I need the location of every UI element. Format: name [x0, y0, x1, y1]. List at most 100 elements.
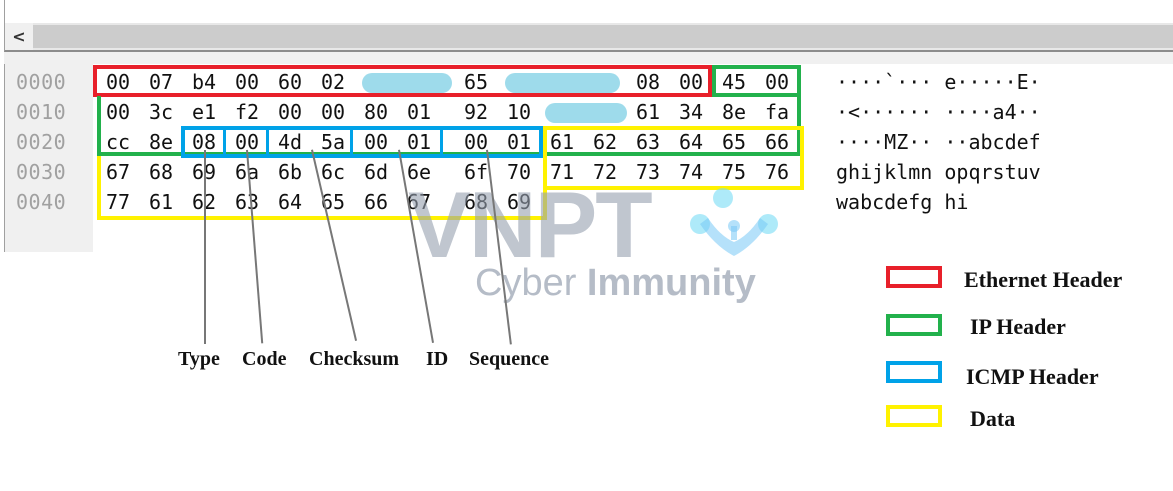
icmp-header-box [181, 126, 543, 158]
legend-label-ethernet: Ethernet Header [964, 267, 1123, 292]
hex-byte: 45 [722, 70, 747, 94]
hex-byte: 68 [149, 160, 174, 184]
hex-byte: e1 [192, 100, 217, 124]
hex-byte: b4 [192, 70, 217, 94]
hex-byte: 4d [278, 130, 303, 154]
hex-byte: 73 [636, 160, 661, 184]
hex-byte: 92 [464, 100, 489, 124]
offset-label: 0030 [16, 160, 67, 184]
hex-byte: 34 [679, 100, 704, 124]
hex-byte: 8e [149, 130, 174, 154]
watermark-tagline: Cyber Immunity [475, 262, 756, 304]
hex-byte: 71 [550, 160, 575, 184]
hex-byte: 69 [507, 190, 532, 214]
hex-byte: 00 [106, 70, 131, 94]
ascii-row: ·<······ ····a4·· [836, 100, 1041, 124]
hex-byte: 67 [106, 160, 131, 184]
ascii-row: ····MZ·· ··abcdef [836, 130, 1041, 154]
hex-byte: 61 [636, 100, 661, 124]
offset-label: 0010 [16, 100, 67, 124]
scroll-left-arrow-icon[interactable]: < [5, 23, 33, 50]
hex-byte: 00 [364, 130, 389, 154]
hex-byte: 5a [321, 130, 346, 154]
offset-label: 0020 [16, 130, 67, 154]
scroll-track[interactable] [33, 25, 1173, 48]
hex-byte: 07 [149, 70, 174, 94]
hex-byte: f2 [235, 100, 260, 124]
hex-byte: 02 [321, 70, 346, 94]
hex-byte: 68 [464, 190, 489, 214]
hex-byte: 61 [550, 130, 575, 154]
hex-byte: 67 [407, 190, 432, 214]
hex-byte: cc [106, 130, 131, 154]
hex-byte: 3c [149, 100, 174, 124]
hex-byte: 74 [679, 160, 704, 184]
hex-byte: 00 [765, 70, 790, 94]
hex-byte: 01 [407, 100, 432, 124]
icmp-divider [440, 128, 443, 156]
hex-byte: 00 [321, 100, 346, 124]
ethernet-header-box [93, 65, 712, 97]
hex-byte: 61 [149, 190, 174, 214]
hex-byte: 01 [407, 130, 432, 154]
hex-byte: 00 [106, 100, 131, 124]
field-label-checksum: Checksum [309, 348, 400, 370]
field-label-sequence: Sequence [469, 348, 549, 370]
offset-gutter [4, 64, 93, 252]
legend-label-ip: IP Header [970, 314, 1066, 339]
legend-swatch-ip [886, 314, 942, 336]
icmp-divider [266, 128, 269, 156]
legend-label-icmp: ICMP Header [966, 364, 1099, 389]
watermark-logo-icon [690, 188, 778, 256]
hex-byte: 01 [507, 130, 532, 154]
redaction-mark [545, 103, 627, 123]
hex-byte: 00 [235, 70, 260, 94]
ascii-row: ghijklmn opqrstuv [836, 160, 1041, 184]
hex-byte: 6e [407, 160, 432, 184]
hex-byte: 76 [765, 160, 790, 184]
hex-byte: 66 [364, 190, 389, 214]
hex-byte: 00 [464, 130, 489, 154]
hex-byte: 00 [679, 70, 704, 94]
hex-byte: 75 [722, 160, 747, 184]
watermark-brand: VNPT [408, 172, 653, 277]
hex-byte: 63 [636, 130, 661, 154]
icmp-divider [223, 128, 226, 156]
hex-byte: 08 [636, 70, 661, 94]
hex-byte: 6c [321, 160, 346, 184]
hex-byte: 64 [679, 130, 704, 154]
hex-byte: 8e [722, 100, 747, 124]
hex-byte: 70 [507, 160, 532, 184]
hex-panel-top-margin [4, 52, 1173, 64]
hex-byte: 60 [278, 70, 303, 94]
redaction-mark [505, 73, 620, 93]
hex-byte: 62 [593, 130, 618, 154]
hex-byte: 80 [364, 100, 389, 124]
hex-byte: 00 [278, 100, 303, 124]
legend-label-data: Data [970, 406, 1016, 431]
hex-byte: 6b [278, 160, 303, 184]
redaction-mark [362, 73, 452, 93]
type-pointer-line [204, 150, 206, 344]
hex-byte: 6f [464, 160, 489, 184]
hex-byte: 72 [593, 160, 618, 184]
hex-byte: 63 [235, 190, 260, 214]
window-top-area [4, 0, 1173, 23]
ascii-row: wabcdefg hi [836, 190, 969, 214]
hex-byte: 10 [507, 100, 532, 124]
ip-header-box-top [712, 65, 801, 97]
hex-byte: 64 [278, 190, 303, 214]
data-box-edge [543, 186, 804, 190]
offset-label: 0040 [16, 190, 67, 214]
legend-swatch-icmp [886, 361, 942, 383]
hex-byte: fa [765, 100, 790, 124]
field-label-id: ID [426, 348, 449, 370]
hex-byte: 6d [364, 160, 389, 184]
horizontal-scrollbar[interactable]: < [4, 23, 1173, 52]
legend-swatch-ethernet [886, 266, 942, 288]
hex-byte: 65 [464, 70, 489, 94]
field-label-code: Code [242, 348, 287, 370]
hex-byte: 65 [722, 130, 747, 154]
icmp-divider [350, 128, 353, 156]
hex-byte: 77 [106, 190, 131, 214]
